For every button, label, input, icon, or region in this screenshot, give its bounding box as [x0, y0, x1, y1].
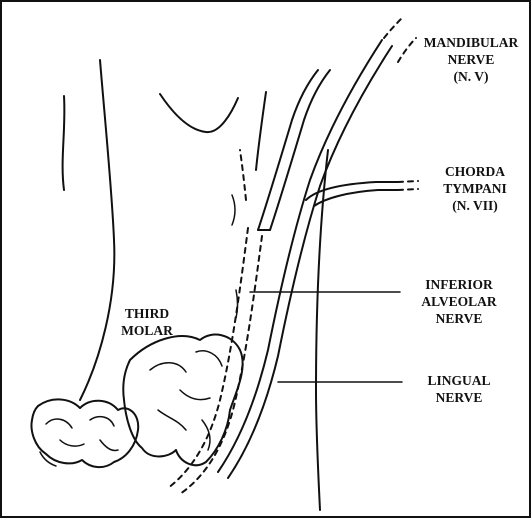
ramus-left-contour — [80, 60, 114, 400]
third-molar — [123, 335, 242, 466]
bone-hatch — [232, 195, 235, 225]
inferior-label-line1: INFERIOR — [404, 276, 514, 293]
chorda-label-line2: TYMPANI — [425, 180, 525, 197]
adjacent-molars — [32, 399, 139, 467]
chorda-label-line3: (N. VII) — [425, 197, 525, 214]
chorda-tympani-dashed — [398, 181, 418, 190]
chorda-tympani-label: CHORDA TYMPANI (N. VII) — [425, 163, 525, 214]
third-molar-label: THIRD MOLAR — [112, 305, 182, 339]
mandibular-label-line2: NERVE — [412, 51, 530, 68]
mandibular-label-line1: MANDIBULAR — [412, 34, 530, 51]
molar-label-line2: MOLAR — [112, 322, 182, 339]
sigmoid-notch — [160, 94, 238, 132]
inferior-alveolar-nerve — [258, 70, 330, 230]
ramus-anterior-contour — [63, 96, 65, 190]
ramus-inner-line — [256, 92, 266, 170]
lingual-nerve-label: LINGUAL NERVE — [404, 372, 514, 406]
inferior-label-line3: NERVE — [404, 310, 514, 327]
inferior-label-line2: ALVEOLAR — [404, 293, 514, 310]
chorda-label-line1: CHORDA — [425, 163, 525, 180]
mandibular-label-line3: (N. V) — [412, 68, 530, 85]
lingual-label-line2: NERVE — [404, 389, 514, 406]
mandibular-nerve-label: MANDIBULAR NERVE (N. V) — [412, 34, 530, 85]
molar-label-line1: THIRD — [112, 305, 182, 322]
leader-lines — [250, 292, 402, 382]
inferior-alveolar-nerve-label: INFERIOR ALVEOLAR NERVE — [404, 276, 514, 327]
bone-hatch — [236, 290, 238, 318]
lingual-label-line1: LINGUAL — [404, 372, 514, 389]
